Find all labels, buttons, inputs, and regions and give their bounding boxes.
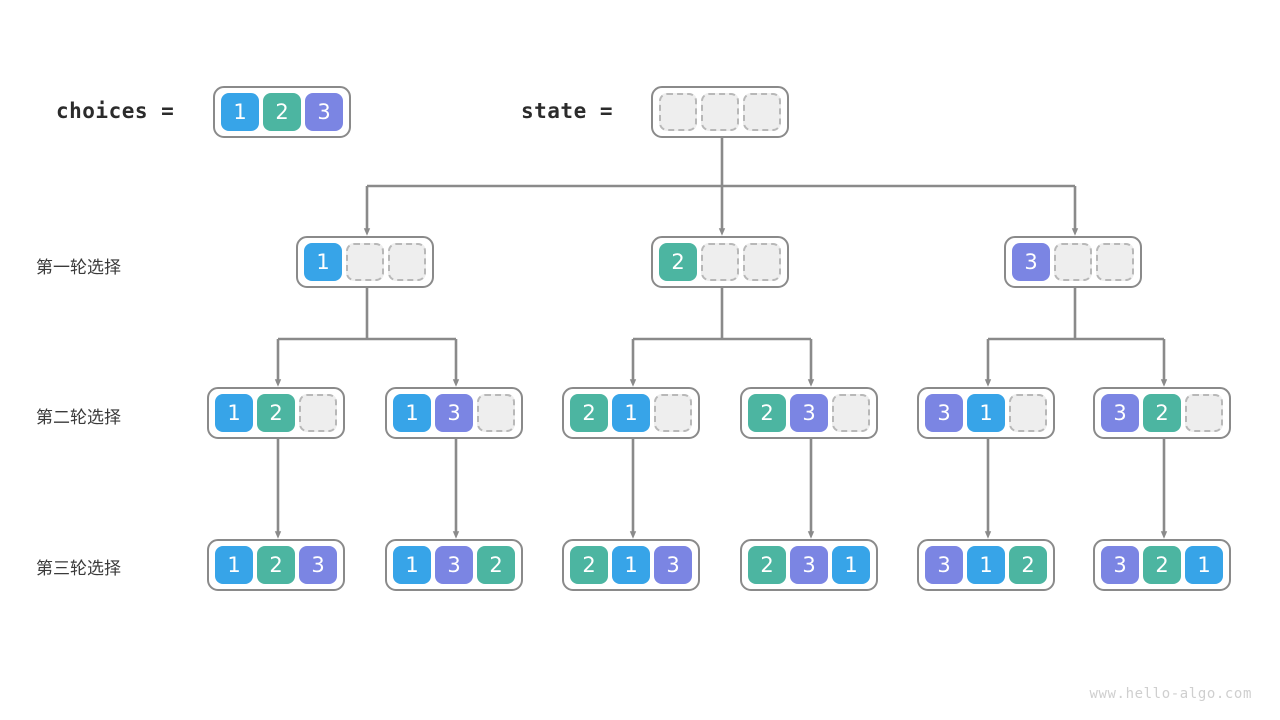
row-label-round-3: 第三轮选择 (36, 559, 121, 578)
array-cell-empty (388, 243, 426, 281)
array-cell-value: 3 (1101, 394, 1139, 432)
array-cell-value: 3 (1012, 243, 1050, 281)
array-cell-empty (701, 93, 739, 131)
array-cell-empty (701, 243, 739, 281)
array-cell-empty (1054, 243, 1092, 281)
array-cell-value: 1 (967, 394, 1005, 432)
array-cell-value: 1 (221, 93, 259, 131)
array-cell-value: 2 (748, 546, 786, 584)
array-cell-empty (1009, 394, 1047, 432)
array-cell-value: 1 (304, 243, 342, 281)
row-label-round-1: 第一轮选择 (36, 258, 121, 277)
array-cell-value: 3 (299, 546, 337, 584)
array-cell-value: 1 (832, 546, 870, 584)
array-cell-value: 2 (659, 243, 697, 281)
array-cell-value: 3 (305, 93, 343, 131)
array-cell-value: 2 (570, 394, 608, 432)
array-cell-value: 1 (612, 394, 650, 432)
array-cell-value: 3 (925, 546, 963, 584)
array-cell-value: 3 (435, 546, 473, 584)
array-cell-empty (299, 394, 337, 432)
array-cell-value: 3 (790, 546, 828, 584)
array-cell-value: 2 (257, 546, 295, 584)
choices-label: choices = (56, 99, 175, 123)
array-cell-value: 3 (435, 394, 473, 432)
array-cell-value: 2 (257, 394, 295, 432)
array-cell-value: 1 (215, 546, 253, 584)
array-cell-value: 2 (1143, 546, 1181, 584)
array-cell-empty (1096, 243, 1134, 281)
array-cell-value: 1 (215, 394, 253, 432)
array-cell-empty (654, 394, 692, 432)
array-cell-value: 1 (967, 546, 1005, 584)
array-cell-value: 1 (393, 546, 431, 584)
array-cell-empty (477, 394, 515, 432)
array-cell-value: 2 (477, 546, 515, 584)
watermark: www.hello-algo.com (1089, 686, 1252, 702)
array-cell-value: 3 (654, 546, 692, 584)
row-label-round-2: 第二轮选择 (36, 408, 121, 427)
array-cell-value: 2 (748, 394, 786, 432)
array-cell-empty (1185, 394, 1223, 432)
array-cell-value: 3 (1101, 546, 1139, 584)
array-cell-empty (832, 394, 870, 432)
state-label: state = (521, 99, 614, 123)
state-array (651, 86, 789, 138)
array-cell-value: 2 (1143, 394, 1181, 432)
array-cell-empty (346, 243, 384, 281)
array-cell-value: 2 (570, 546, 608, 584)
array-cell-value: 1 (393, 394, 431, 432)
array-cell-value: 3 (790, 394, 828, 432)
array-cell-value: 1 (612, 546, 650, 584)
array-cell-empty (659, 93, 697, 131)
tree-node-level1-2: 2 (651, 236, 789, 288)
array-cell-value: 2 (263, 93, 301, 131)
array-cell-value: 1 (1185, 546, 1223, 584)
tree-node-level1-3: 3 (1004, 236, 1142, 288)
array-cell-empty (743, 93, 781, 131)
array-cell-empty (743, 243, 781, 281)
tree-node-level1-1: 1 (296, 236, 434, 288)
array-cell-value: 2 (1009, 546, 1047, 584)
array-cell-value: 3 (925, 394, 963, 432)
